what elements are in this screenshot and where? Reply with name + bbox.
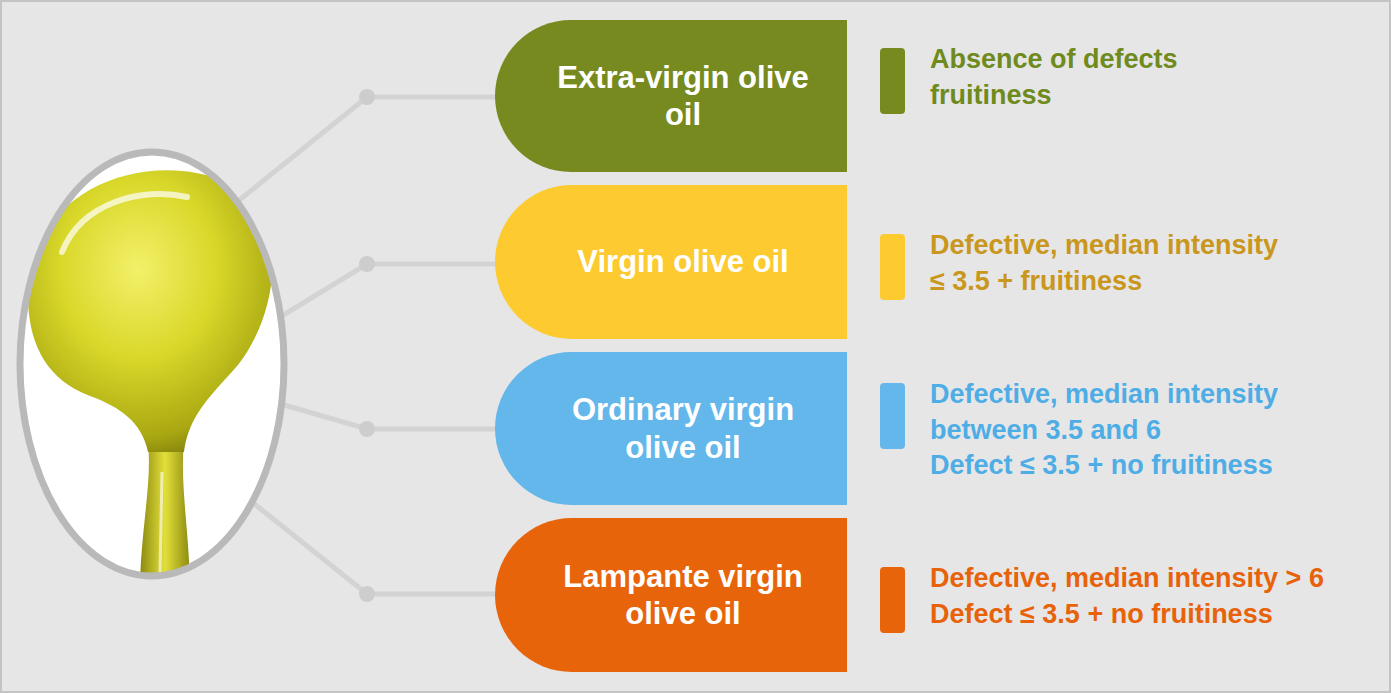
category-name: Lampante virgin olive oil xyxy=(547,558,819,632)
category-name: Virgin olive oil xyxy=(577,243,788,280)
grade-criterion: Absence of defects fruitiness xyxy=(930,42,1290,114)
marker-bar xyxy=(880,234,905,300)
description-column: Defective, median intensity between 3.5 … xyxy=(930,377,1370,485)
grade-criterion: Defective, median intensity between 3.5 … xyxy=(930,377,1290,449)
category-tab: Ordinary virgin olive oil xyxy=(495,352,847,505)
leader-dot xyxy=(359,256,375,272)
grade-criterion: Defect ≤ 3.5 + no fruitiness xyxy=(930,597,1370,633)
description-column: Absence of defects fruitiness xyxy=(930,42,1290,114)
grade-criterion: Defective, median intensity > 6 xyxy=(930,561,1370,597)
description-row: Defective, median intensity ≤ 3.5 + frui… xyxy=(880,228,1290,300)
leader-dots xyxy=(359,89,375,602)
leader-dot xyxy=(359,89,375,105)
oil-stream xyxy=(140,442,190,582)
oil-highlight xyxy=(62,194,187,252)
marker-bar xyxy=(880,567,905,633)
description-row: Absence of defects fruitiness xyxy=(880,42,1290,114)
grade-criterion: Defect ≤ 3.5 + no fruitiness xyxy=(930,448,1370,484)
marker-bar xyxy=(880,383,905,449)
leader-line xyxy=(272,264,497,322)
oval-frame xyxy=(20,152,284,576)
leader-line xyxy=(237,97,497,202)
category-name: Extra-virgin olive oil xyxy=(547,59,819,133)
category-name: Ordinary virgin olive oil xyxy=(547,391,819,465)
grade-criterion: Defective, median intensity ≤ 3.5 + frui… xyxy=(930,228,1290,300)
description-row: Defective, median intensity between 3.5 … xyxy=(880,377,1370,485)
leader-dot xyxy=(359,586,375,602)
stream-highlight xyxy=(160,472,162,572)
category-tab: Extra-virgin olive oil xyxy=(495,20,847,172)
category-tab: Lampante virgin olive oil xyxy=(495,518,847,672)
description-column: Defective, median intensity > 6Defect ≤ … xyxy=(930,561,1370,633)
marker-bar xyxy=(880,48,905,114)
oil-drop xyxy=(28,170,273,452)
category-tab: Virgin olive oil xyxy=(495,185,847,339)
description-column: Defective, median intensity ≤ 3.5 + frui… xyxy=(930,228,1290,300)
leader-line xyxy=(252,502,497,594)
description-row: Defective, median intensity > 6Defect ≤ … xyxy=(880,561,1370,633)
leader-dot xyxy=(359,421,375,437)
leader-line xyxy=(274,402,497,429)
